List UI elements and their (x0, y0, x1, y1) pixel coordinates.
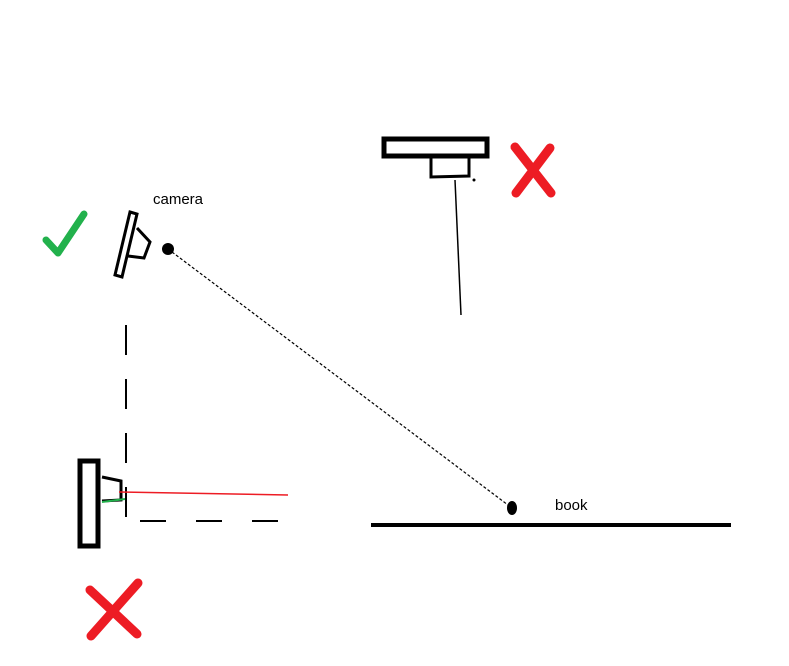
tilted-camera (113, 210, 174, 279)
sightline-to-book (167, 248, 513, 509)
bottom-cross-icon (85, 578, 143, 641)
camera-label: camera (153, 191, 204, 208)
tilted-mount-plate (113, 210, 139, 279)
wall-mount-plate (77, 458, 101, 549)
ceiling-camera-sightline (454, 179, 462, 316)
ceiling-mount-plate (381, 136, 490, 159)
red-laser-line (118, 491, 289, 496)
book-label: book (555, 497, 588, 514)
wall-camera (77, 458, 289, 549)
ceiling-camera (381, 136, 490, 316)
tilted-camera-body (127, 226, 152, 260)
green-laser-line (101, 498, 126, 503)
wall-camera-body (101, 475, 123, 503)
ceiling-camera-body (429, 158, 471, 179)
book-dot (507, 501, 517, 515)
ceiling-camera-dot (472, 178, 476, 182)
top-cross-icon (510, 142, 556, 198)
check-icon (42, 210, 88, 257)
